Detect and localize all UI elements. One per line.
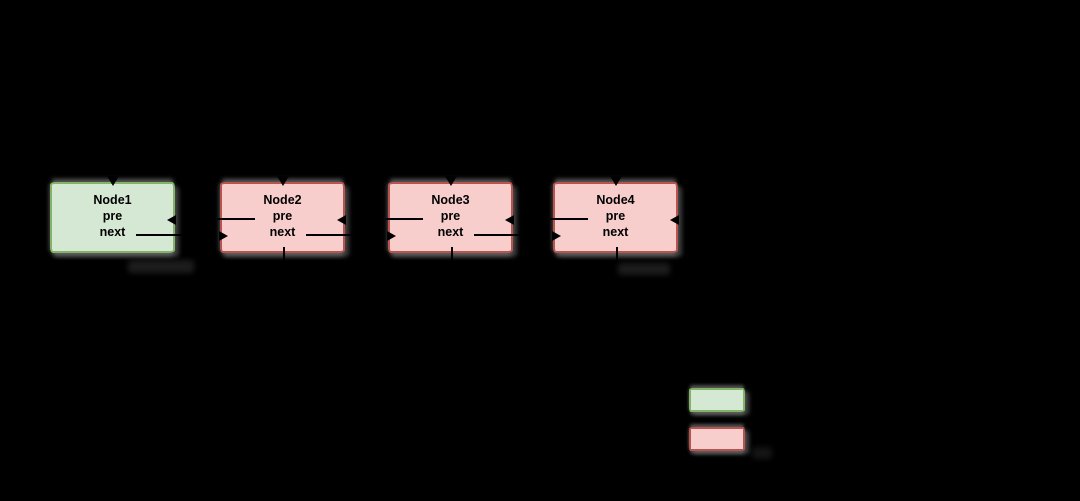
pre-arrowhead-icon [670,215,679,225]
node-field-next: next [269,225,296,239]
pre-arrowhead-icon [505,215,514,225]
legend-red-swatch [689,427,745,451]
next-arrowhead-icon [552,231,561,241]
node-title: Node2 [263,193,302,207]
node-title: Node3 [431,193,470,207]
node-field-next: next [602,225,629,239]
incoming-down-arrowhead-icon [106,176,119,186]
pre-pointer-line [217,218,255,220]
shadow-artifact [752,447,772,459]
next-pointer-line [136,234,182,236]
node-node1: Node1 pre next [50,176,182,253]
down-connector-line [282,247,285,261]
pre-arrowhead-icon [337,215,346,225]
down-connector-line [615,247,618,261]
node-field-pre: pre [440,209,461,223]
node-title: Node4 [596,193,635,207]
incoming-down-arrowhead-icon [609,176,622,186]
node-field-pre: pre [605,209,626,223]
next-pointer-line [474,234,520,236]
legend-green-swatch [689,388,745,412]
pre-pointer-line [385,218,423,220]
node-field-next: next [437,225,464,239]
next-arrowhead-icon [219,231,228,241]
node-field-pre: pre [272,209,293,223]
node-node4: Node4 pre next [550,176,679,261]
node-title: Node1 [93,193,132,207]
shadow-artifact [618,263,670,275]
next-pointer-line [306,234,352,236]
incoming-down-arrowhead-icon [444,176,457,186]
node-node3: Node3 pre next [385,176,520,261]
shadow-artifact [128,260,194,273]
next-arrowhead-icon [387,231,396,241]
down-connector-line [450,247,453,261]
node-field-next: next [99,225,126,239]
node-field-pre: pre [102,209,123,223]
incoming-down-arrowhead-icon [276,176,289,186]
pre-arrowhead-icon [167,215,176,225]
node-node2: Node2 pre next [217,176,352,261]
pre-pointer-line [550,218,588,220]
